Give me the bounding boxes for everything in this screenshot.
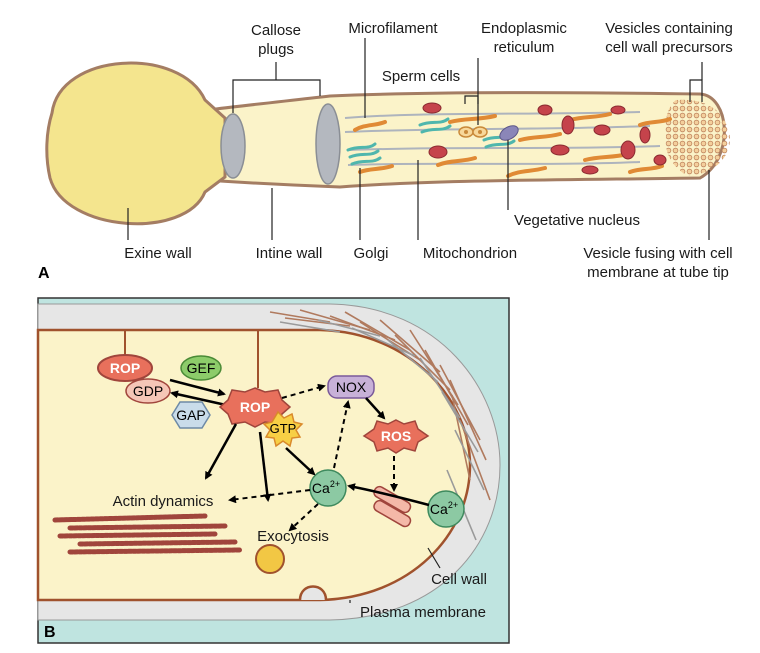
leader-cell-wall (427, 547, 441, 569)
label-intine-wall: Intine wall (256, 245, 323, 262)
exocytosis-vesicle (255, 544, 285, 574)
panel-a: Callose plugs Microfilament Endoplasmic … (38, 20, 733, 282)
wall-fibrils (269, 309, 491, 501)
ros-label: ROS (381, 428, 411, 444)
panel-b-tag: B (44, 624, 56, 641)
arrow-rop-to-gdp (170, 390, 227, 407)
label-callose-plugs-2: plugs (258, 41, 294, 58)
ros-node (362, 419, 430, 454)
vesicle-cluster (665, 99, 730, 176)
arrow-gdp-to-rop (169, 378, 226, 397)
label-exine-wall: Exine wall (124, 245, 192, 262)
ca-outer-text: Ca (430, 501, 448, 517)
ca-outer-node (427, 490, 465, 528)
er-strands (353, 112, 672, 178)
fusing-vesicle (298, 585, 328, 601)
callose-plug-1 (220, 113, 246, 179)
gtp-label: GTP (270, 421, 297, 436)
ca-inner-sup: 2+ (330, 479, 340, 489)
nox-label: NOX (336, 379, 367, 395)
callose-plug-2 (315, 103, 341, 185)
label-actin-dynamics: Actin dynamics (113, 493, 214, 510)
gap-node (171, 401, 211, 429)
gef-label: GEF (187, 360, 216, 376)
nox-node (327, 375, 375, 399)
label-plasma-membrane: Plasma membrane (360, 604, 486, 621)
gdp-node (125, 378, 171, 404)
sperm-cells (458, 126, 488, 138)
ca-inner-label: Ca2+ (312, 479, 340, 496)
rop-active-node (218, 387, 292, 428)
ca-outer-label: Ca2+ (430, 500, 458, 517)
actin-filaments (52, 513, 243, 555)
gef-node (180, 355, 222, 381)
label-vesicles-1: Vesicles containing (605, 20, 733, 37)
label-vesicle-fusing-1: Vesicle fusing with cell (583, 245, 732, 262)
panel-a-tag: A (38, 265, 50, 282)
label-er-1: Endoplasmic (481, 20, 567, 37)
rop-membrane-label: ROP (110, 360, 140, 376)
label-mitochondrion: Mitochondrion (423, 245, 517, 262)
label-golgi: Golgi (353, 245, 388, 262)
ca-inner-node (309, 469, 347, 507)
pollen-grain (45, 61, 227, 226)
gtp-node (262, 410, 304, 448)
rop-active-label: ROP (240, 399, 270, 415)
label-vegetative-nucleus: Vegetative nucleus (514, 212, 640, 229)
label-vesicles-2: cell wall precursors (605, 39, 733, 56)
label-exocytosis: Exocytosis (257, 528, 329, 545)
label-sperm-cells: Sperm cells (382, 68, 460, 85)
gap-label: GAP (176, 407, 206, 423)
gdp-label: GDP (133, 383, 163, 399)
vegetative-nucleus (499, 125, 519, 141)
panel-b: ROP GDP GEF GAP ROP GTP NOX ROS Ca2+ Ca2… (36, 297, 510, 644)
label-vesicle-fusing-2: membrane at tube tip (587, 264, 729, 281)
leader-lines-a (127, 38, 710, 240)
label-cell-wall: Cell wall (431, 571, 487, 588)
mitochondria (422, 102, 667, 175)
label-microfilament: Microfilament (348, 20, 438, 37)
label-er-2: reticulum (494, 39, 555, 56)
dashed-arrows (228, 383, 398, 532)
rop-membrane-node (97, 354, 153, 382)
ca-outer-sup: 2+ (448, 500, 458, 510)
ca-inner-text: Ca (312, 480, 330, 496)
label-callose-plugs-1: Callose (251, 22, 301, 39)
solid-arrows (204, 397, 430, 507)
